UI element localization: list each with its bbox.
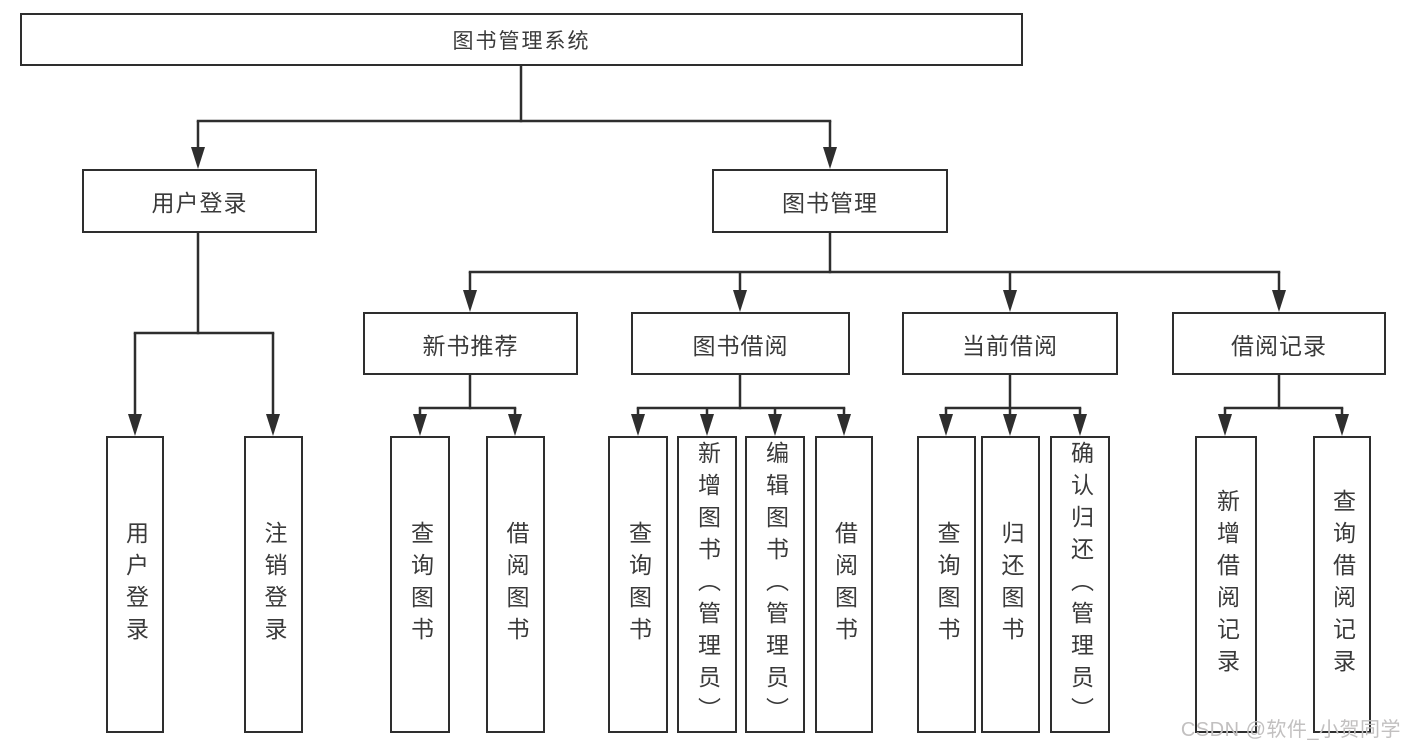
node-library-system: 图书管理系统 (20, 13, 1023, 66)
arrow-down-icon (823, 147, 837, 169)
node-label: 查询图书 (407, 520, 434, 649)
node-borrow-books-borrowing: 借阅图书 (815, 436, 873, 733)
node-label: 借阅图书 (503, 520, 529, 649)
arrow-down-icon (939, 414, 953, 436)
node-current-borrowing: 当前借阅 (902, 312, 1118, 375)
node-label: 归还图书 (998, 520, 1024, 649)
arrow-down-icon (733, 290, 747, 312)
node-label: 查询借阅记录 (1329, 488, 1356, 681)
arrow-down-icon (191, 147, 205, 169)
node-query-borrow-record: 查询借阅记录 (1313, 436, 1371, 733)
arrow-down-icon (837, 414, 851, 436)
node-label: 新增图书（管理员） (694, 440, 721, 729)
node-label: 图书管理系统 (452, 29, 591, 53)
node-label: 当前借阅 (962, 332, 1058, 359)
arrow-down-icon (463, 290, 477, 312)
arrow-down-icon (1218, 414, 1232, 436)
arrow-down-icon (631, 414, 645, 436)
node-label: 借阅图书 (831, 520, 858, 649)
node-book-management: 图书管理 (712, 169, 948, 233)
node-label: 查询图书 (934, 520, 960, 649)
node-return-books: 归还图书 (981, 436, 1040, 733)
arrow-down-icon (1003, 414, 1017, 436)
node-label: 编辑图书（管理员） (762, 440, 789, 729)
node-label: 新增借阅记录 (1213, 488, 1240, 681)
node-label: 用户登录 (151, 190, 248, 216)
arrow-down-icon (1073, 414, 1087, 436)
arrow-down-icon (1272, 290, 1286, 312)
node-borrow-books-recommend: 借阅图书 (486, 436, 545, 733)
node-query-books-borrowing: 查询图书 (608, 436, 668, 733)
node-label: 确认归还（管理员） (1067, 440, 1094, 729)
node-new-book-recommend: 新书推荐 (363, 312, 578, 375)
arrow-down-icon (266, 414, 280, 436)
node-label: 图书借阅 (692, 332, 789, 359)
node-logout-leaf: 注销登录 (244, 436, 303, 733)
node-edit-book-admin: 编辑图书（管理员） (745, 436, 805, 733)
arrow-down-icon (1335, 414, 1349, 436)
node-book-borrowing: 图书借阅 (631, 312, 850, 375)
node-label: 图书管理 (782, 190, 878, 216)
node-user-login-leaf: 用户登录 (106, 436, 164, 733)
arrow-down-icon (128, 414, 142, 436)
node-query-books-current: 查询图书 (917, 436, 976, 733)
node-add-borrow-record: 新增借阅记录 (1195, 436, 1257, 733)
node-query-books-recommend: 查询图书 (390, 436, 450, 733)
arrow-down-icon (768, 414, 782, 436)
node-add-book-admin: 新增图书（管理员） (677, 436, 737, 733)
arrow-down-icon (413, 414, 427, 436)
node-label: 用户登录 (122, 520, 149, 649)
node-label: 查询图书 (625, 520, 652, 649)
node-confirm-return-admin: 确认归还（管理员） (1050, 436, 1110, 733)
node-user-login: 用户登录 (82, 169, 317, 233)
csdn-watermark: CSDN @软件_小贺同学 (1180, 719, 1401, 741)
arrow-down-icon (508, 414, 522, 436)
arrow-down-icon (1003, 290, 1017, 312)
node-label: 借阅记录 (1231, 332, 1327, 359)
arrow-down-icon (700, 414, 714, 436)
node-label: 新书推荐 (422, 332, 519, 359)
node-label: 注销登录 (261, 520, 287, 649)
node-borrowing-records: 借阅记录 (1172, 312, 1386, 375)
